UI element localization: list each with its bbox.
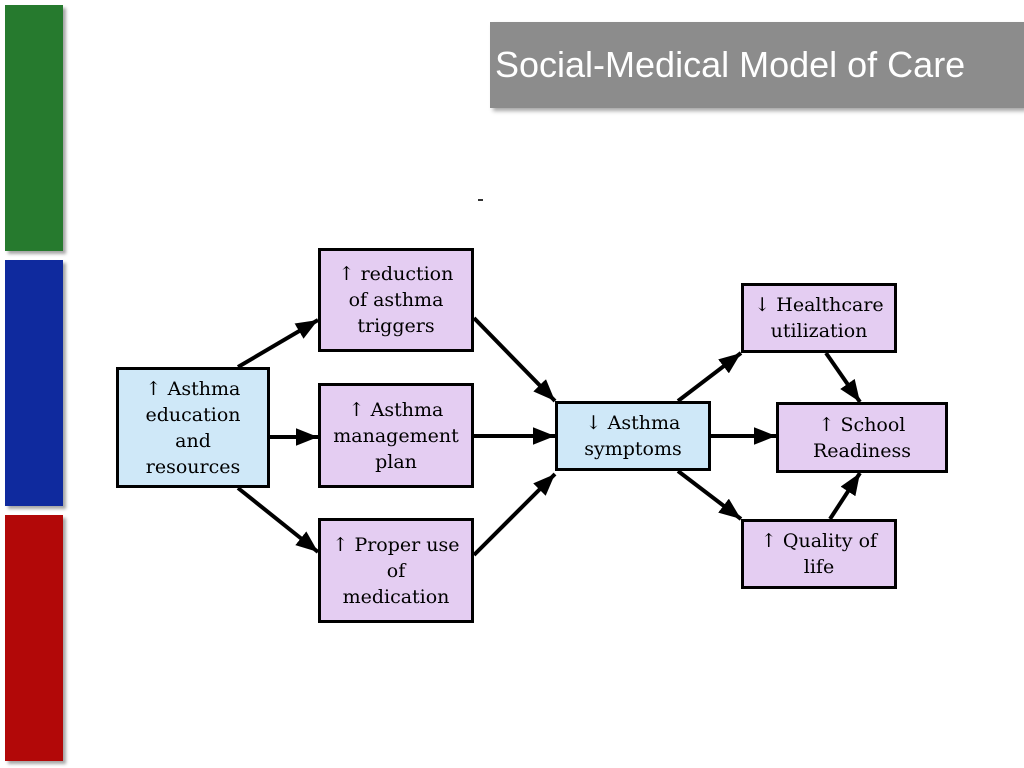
arrow-medication-symptoms <box>472 472 557 557</box>
node-healthcare-utilization: ↓ Healthcare utilization <box>741 283 897 353</box>
arrow-education-medication <box>236 486 320 554</box>
accent-bar-green <box>5 5 63 251</box>
node-reduction-triggers: ↑ reduction of asthma triggers <box>318 248 474 352</box>
node-proper-medication: ↑ Proper use of medication <box>318 518 474 623</box>
stray-dot <box>478 199 483 201</box>
node-asthma-education: ↑ Asthma education and resources <box>116 367 270 488</box>
node-asthma-management-plan: ↑ Asthma management plan <box>318 383 474 488</box>
accent-bar-blue <box>5 260 63 506</box>
accent-bar-red <box>5 515 63 761</box>
node-asthma-symptoms: ↓ Asthma symptoms <box>555 401 711 471</box>
arrow-symptoms-quality <box>676 469 743 521</box>
arrow-triggers-symptoms <box>472 316 557 403</box>
node-school-readiness: ↑ School Readiness <box>776 402 948 473</box>
arrow-healthcare-school <box>824 351 862 404</box>
node-quality-of-life: ↑ Quality of life <box>741 519 897 589</box>
arrow-symptoms-healthcare <box>676 351 743 403</box>
slide-title: Social-Medical Model of Care <box>490 22 1024 108</box>
arrow-quality-school <box>828 471 862 521</box>
arrow-education-triggers <box>236 318 320 369</box>
